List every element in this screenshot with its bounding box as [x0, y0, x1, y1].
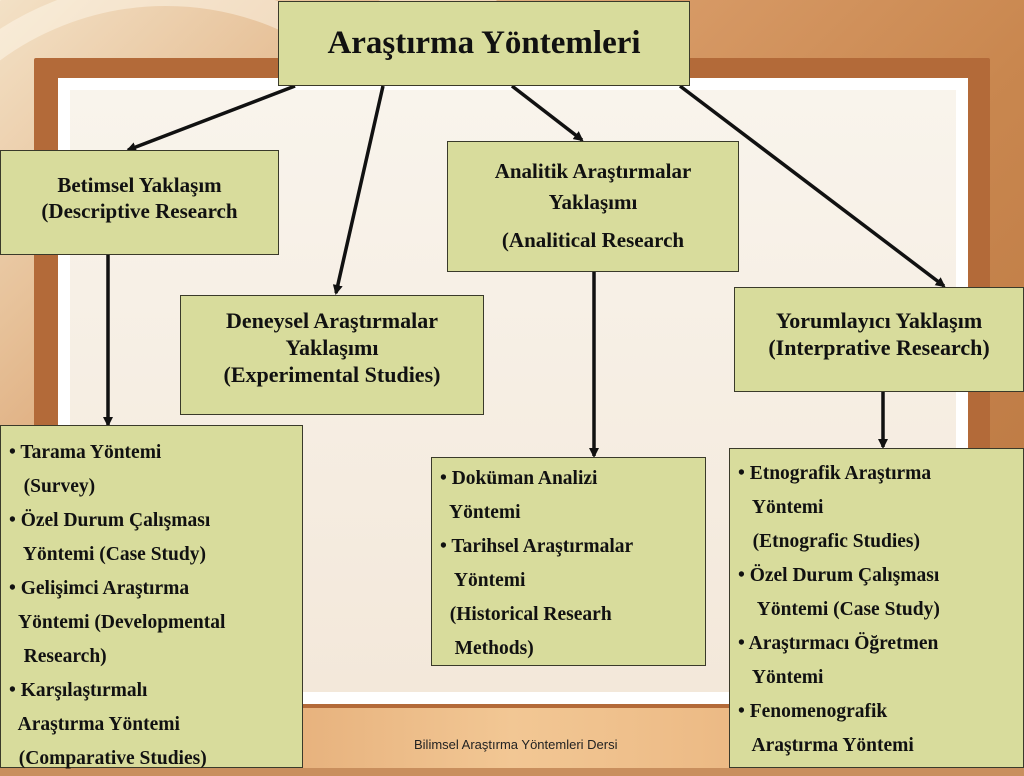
experimental-line-1: Deneysel Araştırmalar [226, 308, 438, 333]
descriptive-method-3: • Özel Durum Çalışması [9, 510, 211, 531]
analytical-method-6: Methods) [440, 638, 534, 659]
descriptive-method-1: • Tarama Yöntemi [9, 442, 162, 463]
slide-footer: Bilimsel Araştırma Yöntemleri Dersi [414, 737, 618, 752]
experimental-studies-box: Deneysel Araştırmalar Yaklaşımı (Experim… [180, 295, 484, 415]
descriptive-method-7: Research) [9, 646, 107, 667]
descriptive-method-6: Yöntemi (Developmental [9, 612, 226, 633]
interpretive-method-6: • Araştırmacı Öğretmen [738, 633, 939, 654]
descriptive-methods-box: • Tarama Yöntemi (Survey) • Özel Durum Ç… [0, 425, 303, 769]
analytical-line-3: (Analitical Research [501, 228, 685, 252]
descriptive-research-box: Betimsel Yaklaşım (Descriptive Research [0, 150, 279, 255]
interpretive-method-9: Araştırma Yöntemi [738, 735, 914, 756]
interpretive-method-3: (Etnografic Studies) [738, 531, 920, 552]
analytical-research-box: Analitik Araştırmalar Yaklaşımı (Analiti… [447, 141, 739, 272]
interpretive-line-2: (Interprative Research) [768, 334, 990, 360]
descriptive-line-2: (Descriptive Research [41, 198, 238, 223]
analytical-line-2: Yaklaşımı [548, 190, 638, 214]
experimental-line-2: Yaklaşımı [285, 334, 379, 360]
analytical-method-3: • Tarihsel Araştırmalar [440, 536, 634, 557]
analytical-method-2: Yöntemi [440, 502, 521, 523]
descriptive-method-9: Araştırma Yöntemi [9, 714, 180, 735]
analytical-method-4: Yöntemi [440, 570, 526, 591]
main-title-box: Araştırma Yöntemleri [278, 1, 690, 86]
descriptive-method-10: (Comparative Studies) [9, 748, 207, 769]
interpretive-method-8: • Fenomenografik [738, 701, 888, 722]
descriptive-method-4: Yöntemi (Case Study) [9, 544, 206, 565]
descriptive-method-2: (Survey) [9, 476, 96, 497]
analytical-method-1: • Doküman Analizi [440, 468, 598, 489]
interpretive-research-box: Yorumlayıcı Yaklaşım (Interprative Resea… [734, 287, 1024, 392]
interpretive-methods-box: • Etnografik Araştırma Yöntemi (Etnograf… [729, 448, 1024, 768]
analytical-line-1: Analitik Araştırmalar [494, 159, 692, 183]
analytical-methods-box: • Doküman Analizi Yöntemi • Tarihsel Ara… [431, 457, 706, 666]
analytical-method-5: (Historical Researh [440, 604, 612, 625]
main-title: Araştırma Yöntemleri [327, 25, 641, 61]
descriptive-method-8: • Karşılaştırmalı [9, 680, 148, 701]
interpretive-method-5: Yöntemi (Case Study) [738, 599, 940, 620]
interpretive-method-4: • Özel Durum Çalışması [738, 565, 940, 586]
descriptive-line-1: Betimsel Yaklaşım [57, 173, 222, 197]
descriptive-method-5: • Gelişimci Araştırma [9, 578, 190, 599]
interpretive-method-1: • Etnografik Araştırma [738, 463, 932, 484]
experimental-line-3: (Experimental Studies) [223, 361, 441, 387]
interpretive-method-2: Yöntemi [738, 497, 824, 518]
interpretive-line-1: Yorumlayıcı Yaklaşım [775, 308, 983, 333]
interpretive-method-7: Yöntemi [738, 667, 824, 688]
